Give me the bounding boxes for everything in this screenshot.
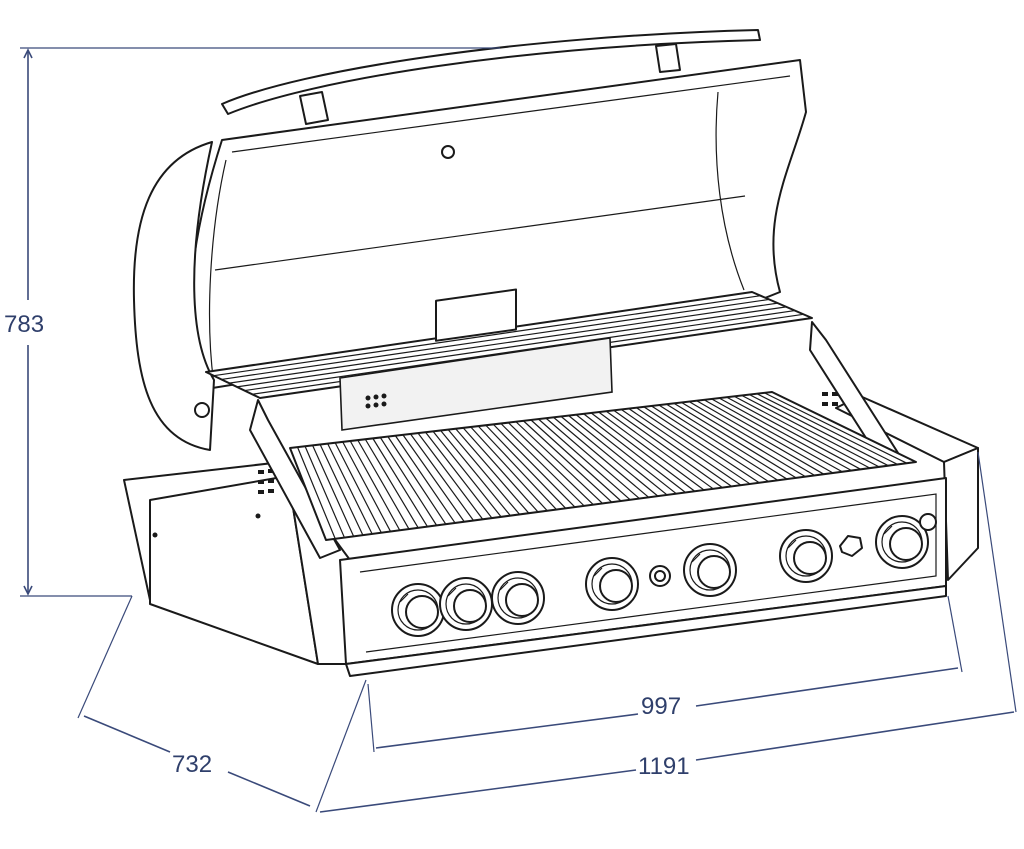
cooking-grate bbox=[289, 391, 917, 541]
grill-illustration bbox=[123, 29, 979, 677]
depth-label: 732 bbox=[172, 751, 212, 778]
control-knob bbox=[439, 577, 493, 631]
control-panel bbox=[339, 477, 947, 677]
control-width-label: 997 bbox=[641, 693, 681, 720]
height-label: 783 bbox=[4, 311, 44, 338]
depth-dimension bbox=[77, 595, 367, 813]
logo-badge bbox=[839, 535, 863, 557]
lid-handle bbox=[221, 29, 761, 125]
control-knob bbox=[683, 543, 737, 597]
control-knob bbox=[491, 571, 545, 625]
lid-side-panel-left bbox=[132, 141, 215, 451]
height-dimension bbox=[20, 47, 500, 597]
light-button bbox=[919, 513, 937, 531]
control-knob bbox=[875, 515, 929, 569]
total-width-label: 1191 bbox=[638, 753, 690, 780]
dimension-lines: 783 732 997 1191 bbox=[4, 47, 1017, 813]
control-knob bbox=[779, 529, 833, 583]
control-knob bbox=[391, 583, 445, 637]
control-width-dimension bbox=[367, 595, 963, 753]
firebox-back bbox=[339, 288, 613, 431]
control-knob bbox=[585, 557, 639, 611]
total-width-dimension bbox=[319, 451, 1017, 813]
